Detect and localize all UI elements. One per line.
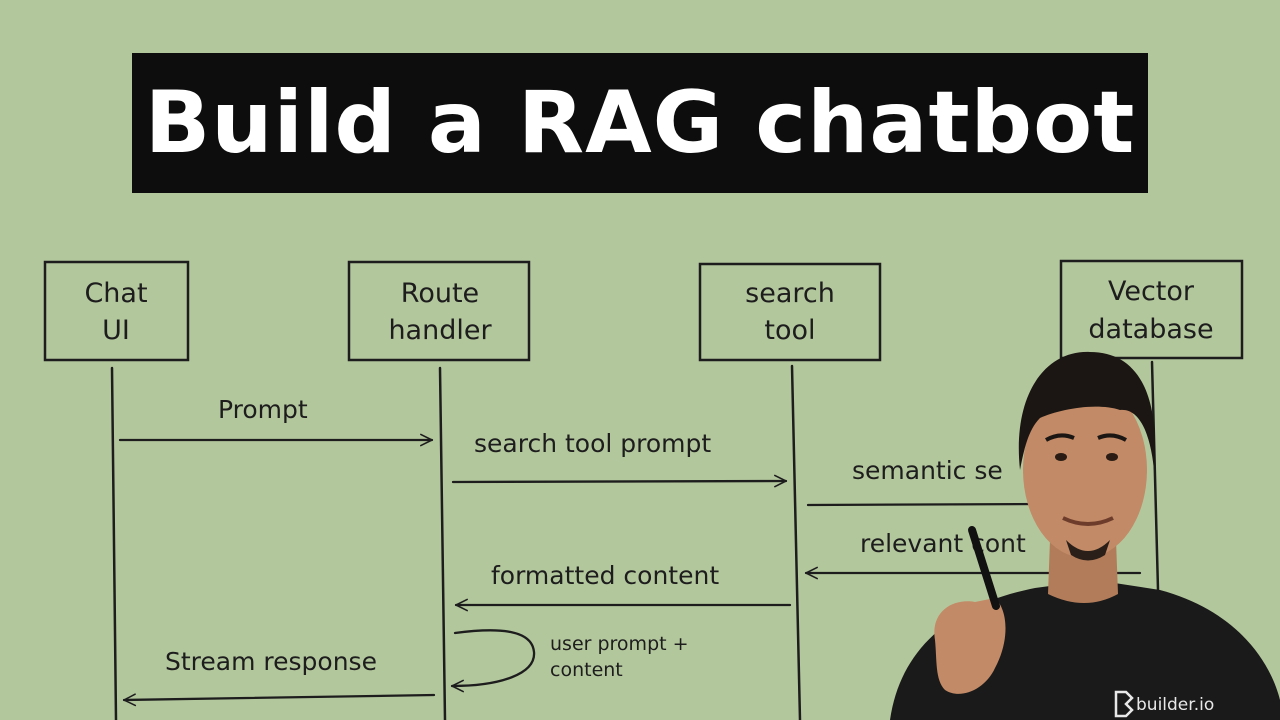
title-banner: Build a RAG chatbot bbox=[132, 53, 1148, 193]
participant-label: tool bbox=[764, 315, 815, 346]
arrow-self-loop bbox=[450, 629, 536, 693]
participant-label: Chat bbox=[84, 278, 147, 309]
participant-label: Vector bbox=[1108, 276, 1195, 307]
participant-vector-database: Vector database bbox=[1059, 259, 1244, 360]
participant-search-tool: search tool bbox=[698, 262, 882, 362]
message-label-relevant-content: relevant cont bbox=[860, 529, 1026, 558]
builder-logo: builder.io bbox=[1114, 690, 1214, 718]
message-label-semantic-search: semantic se bbox=[852, 456, 1003, 485]
participant-label: Route bbox=[401, 278, 479, 309]
participant-label: UI bbox=[102, 315, 130, 346]
participant-label: handler bbox=[388, 315, 492, 346]
presenter-image: builder.io bbox=[890, 351, 1280, 720]
arrow-stream-response bbox=[122, 693, 436, 707]
arrow-search-tool-prompt bbox=[451, 474, 788, 488]
lifeline-chat-ui bbox=[110, 366, 118, 720]
shirt-logo-text: builder.io bbox=[1136, 695, 1214, 715]
participant-chat-ui: Chat UI bbox=[43, 260, 190, 362]
participant-label: search bbox=[745, 278, 835, 309]
message-label-user-prompt: user prompt + bbox=[550, 633, 689, 655]
arrow-semantic-search bbox=[806, 502, 1042, 507]
message-label-formatted-content: formatted content bbox=[491, 561, 719, 590]
message-label-content: content bbox=[550, 659, 623, 681]
message-label-prompt: Prompt bbox=[218, 395, 308, 424]
message-label-search-tool-prompt: search tool prompt bbox=[474, 429, 711, 458]
lifeline-vector-database bbox=[1150, 360, 1160, 592]
lifeline-search-tool bbox=[790, 364, 802, 720]
lifeline-route-handler bbox=[438, 366, 447, 720]
message-label-stream-response: Stream response bbox=[165, 647, 377, 676]
title-text: Build a RAG chatbot bbox=[144, 73, 1136, 173]
participant-route-handler: Route handler bbox=[347, 260, 531, 362]
participant-label: database bbox=[1088, 314, 1213, 345]
